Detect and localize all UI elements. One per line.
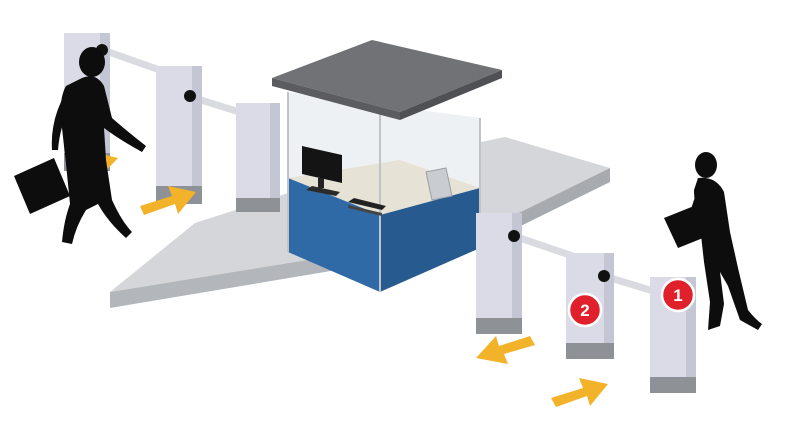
- keyboard-icon: [348, 198, 386, 216]
- person-with-briefcase-icon: [664, 152, 762, 330]
- badge-label: 2: [580, 301, 589, 320]
- booth-roof-edge: [272, 78, 400, 120]
- tablet-icon: [425, 167, 453, 201]
- person-with-briefcase-icon: [14, 47, 146, 244]
- computer-monitor-icon: [302, 146, 342, 196]
- exit-arrow: [476, 336, 535, 364]
- entry-arrow: [551, 378, 608, 407]
- booth-panel-right: [380, 188, 480, 292]
- barrier-post: [156, 66, 202, 204]
- booth-panel-left: [288, 178, 380, 292]
- entry-arrow: [140, 186, 196, 215]
- booth-roof-edge: [400, 70, 502, 120]
- badge-2: 2: [567, 292, 603, 328]
- badge-1: 1: [660, 277, 696, 313]
- barrier-post: [236, 103, 280, 212]
- booth-roof-top: [272, 40, 502, 112]
- badge-label: 1: [673, 286, 682, 305]
- guard-booth: [272, 40, 502, 292]
- barrier-post: [476, 213, 522, 334]
